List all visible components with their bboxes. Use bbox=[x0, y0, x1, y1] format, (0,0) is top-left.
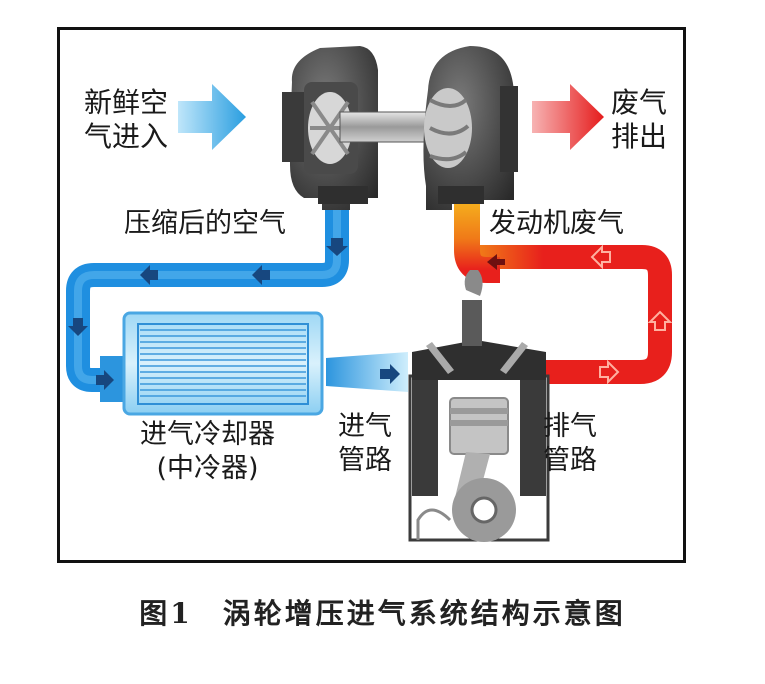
label-intercooler: 进气冷却器 (中冷器) bbox=[140, 419, 275, 484]
figure-caption: 图1 涡轮增压进气系统结构示意图 bbox=[0, 592, 765, 632]
intercooler bbox=[100, 311, 324, 416]
turbo-shaft bbox=[339, 111, 439, 143]
turbo-system-diagram bbox=[66, 46, 673, 542]
intake-pipe-to-engine bbox=[326, 352, 408, 392]
arrow-left-1 bbox=[252, 265, 270, 285]
engine-block bbox=[408, 270, 550, 542]
label-exhaust-out: 废气 排出 bbox=[611, 86, 668, 153]
figure-number: 图1 bbox=[139, 597, 193, 630]
arrow-left-hot bbox=[590, 244, 611, 270]
figure-title: 涡轮增压进气系统结构示意图 bbox=[222, 597, 626, 630]
compressed-air-pipe bbox=[66, 205, 349, 392]
flow-arrows bbox=[68, 238, 673, 390]
arrow-down-left bbox=[68, 318, 88, 336]
fresh-air-arrow bbox=[178, 84, 246, 150]
label-fresh-air-in: 新鲜空 气进入 bbox=[84, 86, 169, 153]
exhaust-pipe bbox=[454, 200, 672, 384]
arrow-right-hot bbox=[599, 359, 620, 385]
label-intake-manifold: 进气 管路 bbox=[338, 411, 392, 476]
exhaust-out-arrow bbox=[532, 84, 604, 150]
turbocharger bbox=[282, 46, 518, 210]
arrow-down-compressor bbox=[326, 238, 348, 256]
arrow-left-2 bbox=[140, 265, 158, 285]
arrow-right-to-cooler bbox=[96, 370, 114, 390]
arrow-up-right-hot bbox=[647, 310, 673, 331]
arrow-right-to-engine bbox=[380, 364, 400, 384]
label-compressed-air: 压缩后的空气 bbox=[124, 208, 286, 239]
label-engine-exhaust: 发动机废气 bbox=[489, 208, 624, 239]
arrow-up-turbine bbox=[487, 254, 505, 270]
label-exhaust-manifold: 排气 管路 bbox=[543, 411, 597, 476]
